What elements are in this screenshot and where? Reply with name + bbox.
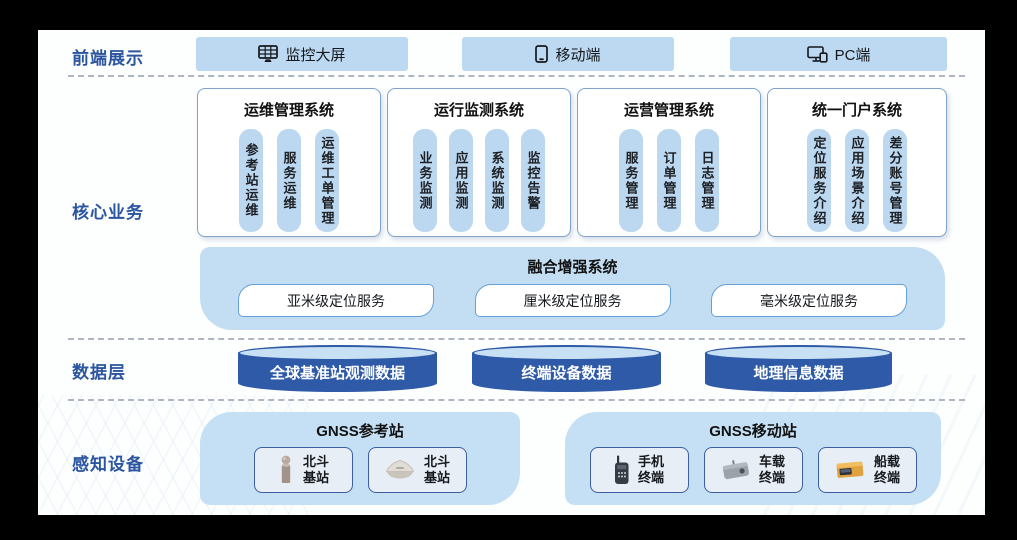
device-box-beidou-pole-station: 北斗基站 — [253, 447, 353, 493]
device-label: 手机终端 — [637, 454, 664, 485]
system-box-business-management: 运营管理系统 服务管理 订单管理 日志管理 — [577, 88, 761, 237]
device-label: 船载终端 — [873, 454, 900, 485]
frontend-item-label: 移动端 — [555, 46, 601, 64]
module-pill: 服务管理 — [619, 129, 643, 232]
device-box-beidou-dome-station: 北斗基站 — [367, 447, 467, 493]
layer-label-frontend: 前端展示 — [72, 49, 144, 68]
system-title: 运营管理系统 — [623, 102, 714, 119]
cylinder-label: 全球基准站观测数据 — [269, 365, 405, 382]
module-pill: 运维工单管理 — [315, 129, 339, 232]
module-pill: 服务运维 — [277, 129, 301, 232]
system-box-operation-monitoring: 运行监测系统 业务监测 应用监测 系统监测 监控告警 — [387, 88, 571, 237]
fusion-title: 融合增强系统 — [527, 259, 618, 276]
handheld-radio-icon — [614, 455, 630, 485]
ship-terminal-icon — [834, 459, 866, 481]
database-cylinder-gis-data: 地理信息数据 — [705, 345, 892, 392]
divider-core-data — [68, 338, 965, 340]
cylinder-label: 终端设备数据 — [521, 365, 612, 382]
pc-icon — [806, 45, 828, 63]
device-group-gnss-mobile: GNSS移动站 手机终端 — [565, 412, 941, 505]
frontend-item-monitor-wall[interactable]: 监控大屏 — [196, 37, 408, 71]
system-box-unified-portal: 统一门户系统 定位服务介绍 应用场景介绍 差分账号管理 — [767, 88, 947, 237]
device-box-ship-terminal: 船载终端 — [817, 447, 917, 493]
dome-antenna-icon — [384, 459, 416, 481]
device-label: 北斗基站 — [302, 454, 329, 485]
module-pill: 订单管理 — [657, 129, 681, 232]
device-label: 北斗基站 — [423, 454, 450, 485]
cylinder-top-ellipse — [705, 345, 892, 361]
device-group-title: GNSS移动站 — [709, 423, 797, 440]
layer-label-devices: 感知设备 — [72, 455, 144, 474]
smartphone-icon — [535, 45, 549, 63]
frontend-item-label: 监控大屏 — [285, 46, 346, 64]
module-pill: 应用监测 — [449, 129, 473, 232]
module-pill: 系统监测 — [485, 129, 509, 232]
cylinder-top-ellipse — [472, 345, 661, 361]
pole-antenna-icon — [277, 455, 295, 485]
divider-data-devices — [68, 399, 965, 401]
device-group-title: GNSS参考站 — [316, 423, 404, 440]
module-pill: 业务监测 — [413, 129, 437, 232]
system-title: 运维管理系统 — [243, 102, 334, 119]
cylinder-label: 地理信息数据 — [753, 365, 844, 382]
layer-label-data: 数据层 — [72, 363, 126, 382]
module-pill: 定位服务介绍 — [807, 129, 831, 232]
module-pill: 应用场景介绍 — [845, 129, 869, 232]
cylinder-top-ellipse — [238, 345, 437, 361]
frontend-item-label: PC端 — [834, 46, 871, 64]
device-box-vehicle-terminal: 车载终端 — [703, 447, 803, 493]
device-label: 车载终端 — [758, 454, 785, 485]
architecture-diagram: 前端展示 监控大屏 移动端 — [38, 30, 985, 515]
database-cylinder-basestation-data: 全球基准站观测数据 — [238, 345, 437, 392]
service-chip-centimeter: 厘米级定位服务 — [474, 284, 671, 317]
fusion-enhancement-box: 融合增强系统 亚米级定位服务 厘米级定位服务 毫米级定位服务 — [200, 247, 945, 330]
module-pill: 差分账号管理 — [883, 129, 907, 232]
module-pill: 参考站运维 — [239, 129, 263, 232]
vehicle-terminal-icon — [721, 458, 751, 482]
service-chip-submeter: 亚米级定位服务 — [238, 284, 434, 317]
layer-label-core: 核心业务 — [72, 203, 144, 222]
system-title: 运行监测系统 — [433, 102, 524, 119]
device-box-phone-terminal: 手机终端 — [589, 447, 689, 493]
service-chip-millimeter: 毫米级定位服务 — [711, 284, 907, 317]
module-pill: 日志管理 — [695, 129, 719, 232]
monitor-grid-icon — [258, 45, 279, 63]
divider-frontend-core — [68, 75, 965, 77]
module-pill: 监控告警 — [521, 129, 545, 232]
system-title: 统一门户系统 — [811, 102, 902, 119]
device-group-gnss-reference: GNSS参考站 北斗基站 — [200, 412, 520, 505]
database-cylinder-terminal-data: 终端设备数据 — [472, 345, 661, 392]
system-box-ops-management: 运维管理系统 参考站运维 服务运维 运维工单管理 — [197, 88, 381, 237]
frontend-item-pc[interactable]: PC端 — [730, 37, 947, 71]
frontend-item-mobile[interactable]: 移动端 — [462, 37, 674, 71]
